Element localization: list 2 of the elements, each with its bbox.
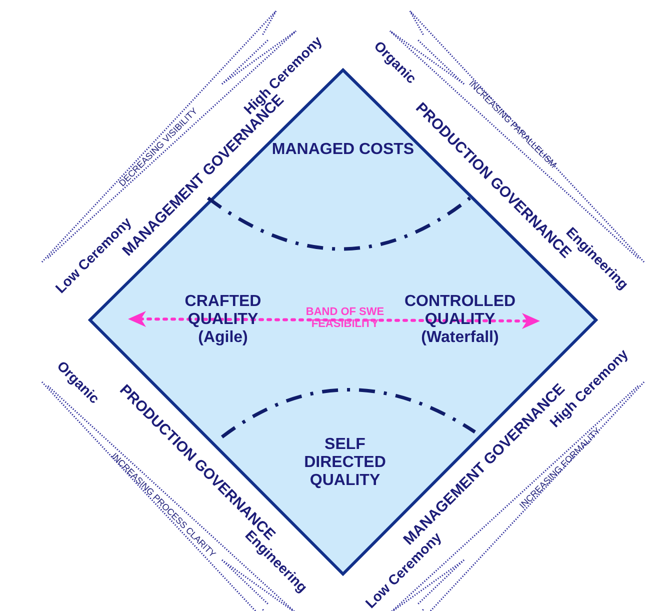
region-label: SELF DIRECTED QUALITY — [303, 436, 387, 491]
band-label: BAND OF SWE FEASIBILITY — [304, 306, 386, 331]
